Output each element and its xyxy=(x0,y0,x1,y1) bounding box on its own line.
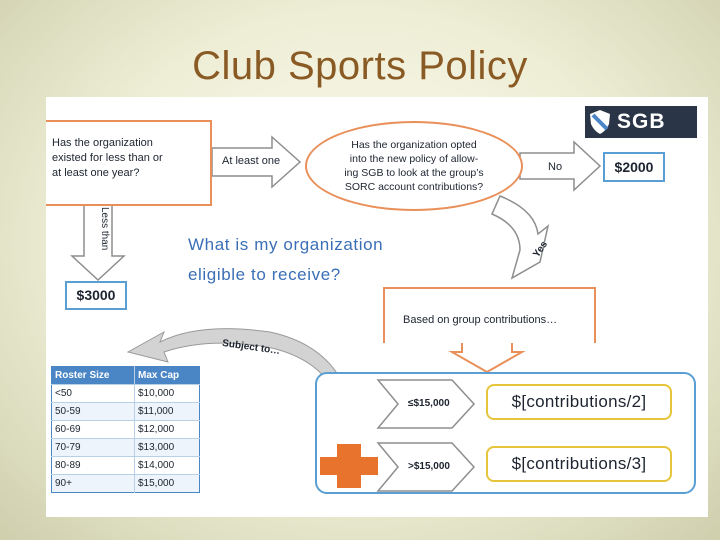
existence-question-box: Has the organization existed for less th… xyxy=(46,120,212,206)
arrow-subject-to xyxy=(126,328,349,396)
tier-high-label: >$15,000 xyxy=(408,461,450,472)
table-row: 90+ $15,000 xyxy=(51,474,200,493)
max-cap-cell: $10,000 xyxy=(134,384,200,403)
plus-icon xyxy=(320,444,378,488)
table-row: 50-59 $11,000 xyxy=(51,402,200,421)
max-cap-header: Max Cap xyxy=(134,366,200,385)
tier-low-label: ≤$15,000 xyxy=(408,398,450,409)
max-cap-cell: $11,000 xyxy=(134,402,200,421)
opt-in-question-line: Has the organization opted xyxy=(351,139,477,151)
eligibility-question-line: eligible to receive? xyxy=(188,265,341,284)
opt-in-question-line: SORC account contributions? xyxy=(344,181,484,193)
opt-in-question-line: ing SGB to look at the group’s xyxy=(344,167,484,179)
roster-size-cell: 60-69 xyxy=(51,420,135,439)
roster-cap-table: Roster Size Max Cap <50 $10,000 50-59 $1… xyxy=(51,366,200,493)
table-row: 60-69 $12,000 xyxy=(51,420,200,439)
slide-title: Club Sports Policy xyxy=(192,44,528,88)
roster-size-cell: 80-89 xyxy=(51,456,135,475)
table-header-row: Roster Size Max Cap xyxy=(51,366,200,385)
existence-question-line: existed for less than or xyxy=(52,152,163,164)
max-cap-cell: $14,000 xyxy=(134,456,200,475)
arrow-at-least-one xyxy=(211,135,302,189)
max-cap-cell: $12,000 xyxy=(134,420,200,439)
roster-size-cell: 70-79 xyxy=(51,438,135,457)
no-label: No xyxy=(548,161,563,173)
amount-3000-box: $3000 xyxy=(65,281,127,310)
logo-text: SGB xyxy=(617,110,666,133)
max-cap-cell: $15,000 xyxy=(134,474,200,493)
table-row: <50 $10,000 xyxy=(51,384,200,403)
chevron-tier-high xyxy=(376,442,476,492)
roster-size-cell: 50-59 xyxy=(51,402,135,421)
formula-low-box: $[contributions/2] xyxy=(486,384,672,420)
existence-question-line: Has the organization xyxy=(52,137,153,149)
arrow-less-than xyxy=(70,204,126,282)
at-least-one-label: At least one xyxy=(222,155,281,167)
arrow-down-head xyxy=(448,341,526,374)
chevron-tier-low xyxy=(376,379,476,429)
roster-size-cell: <50 xyxy=(51,384,135,403)
roster-size-header: Roster Size xyxy=(51,366,135,385)
based-on-contributions-box: Based on group contributions… xyxy=(383,287,596,343)
table-row: 70-79 $13,000 xyxy=(51,438,200,457)
eligibility-question-line: What is my organization xyxy=(188,235,384,254)
opt-in-question-line: into the new policy of allow- xyxy=(349,153,479,165)
max-cap-cell: $13,000 xyxy=(134,438,200,457)
amount-2000-box: $2000 xyxy=(603,152,665,182)
formula-high-box: $[contributions/3] xyxy=(486,446,672,482)
sgb-logo: SGB xyxy=(585,106,697,138)
roster-size-cell: 90+ xyxy=(51,474,135,493)
arrow-no xyxy=(519,140,602,192)
based-on-contributions-text: Based on group contributions… xyxy=(403,314,558,326)
existence-question-line: at least one year? xyxy=(52,167,140,179)
opt-in-question-ellipse: Has the organization opted into the new … xyxy=(305,121,523,211)
table-row: 80-89 $14,000 xyxy=(51,456,200,475)
arrow-yes xyxy=(491,195,550,280)
shield-icon xyxy=(590,110,610,134)
